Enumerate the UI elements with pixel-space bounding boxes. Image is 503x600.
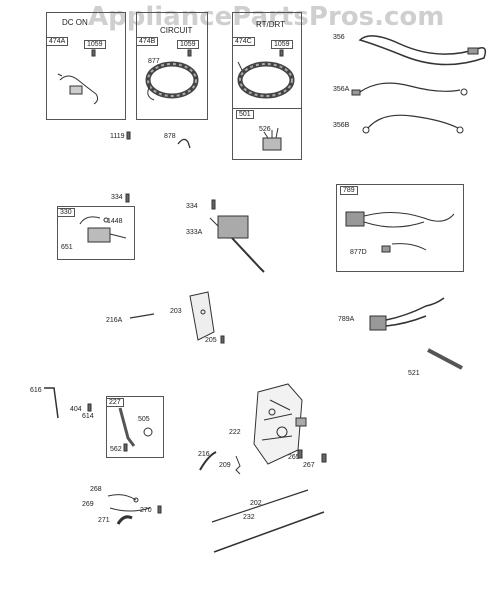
screw-334-left-drawing	[125, 193, 130, 203]
part-356: 356	[333, 34, 345, 41]
ignition-switch-330-drawing	[79, 216, 127, 243]
part-265: 265	[288, 454, 300, 461]
part-789a: 789A	[338, 316, 355, 323]
screw-1119-drawing	[126, 131, 131, 140]
part-269: 269	[82, 501, 94, 508]
part-878: 878	[164, 133, 176, 140]
tag-474c: 474C	[232, 37, 255, 46]
screw-334-center-drawing	[211, 199, 216, 210]
rod-202-drawing	[211, 489, 309, 523]
part-614: 614	[82, 413, 94, 420]
governor-lever-227-drawing	[118, 407, 153, 452]
box-474a-header: DC ON	[62, 18, 88, 27]
alternator-coil-474b-drawing	[145, 49, 199, 101]
spring-209-drawing	[235, 455, 241, 475]
governor-spring-group-drawing	[107, 494, 162, 525]
part-334-center: 334	[186, 203, 198, 210]
tag-227: 227	[106, 398, 124, 407]
part-1448: 1448	[107, 218, 123, 225]
part-505: 505	[138, 416, 150, 423]
part-526: 526	[259, 126, 271, 133]
part-521: 521	[408, 370, 420, 377]
box-474b-header: CIRCUIT	[160, 26, 193, 35]
connector-789a-drawing	[369, 297, 445, 331]
part-877d: 877D	[350, 249, 367, 256]
tag-501: 501	[236, 110, 254, 119]
part-205: 205	[205, 337, 217, 344]
tag-474a-1059: 1059	[84, 40, 106, 49]
part-562: 562	[110, 446, 122, 453]
part-202: 202	[250, 500, 262, 507]
part-209: 209	[219, 462, 231, 469]
box-330	[57, 206, 135, 260]
tube-521-drawing	[427, 348, 463, 370]
box-474b	[136, 12, 208, 120]
tag-330: 330	[57, 208, 75, 217]
box-789	[336, 184, 464, 272]
box-501	[232, 108, 302, 160]
tag-474b-1059: 1059	[177, 40, 199, 49]
cable-232-drawing	[213, 511, 325, 553]
box-474a	[46, 12, 126, 120]
lever-616-drawing	[44, 387, 59, 419]
tag-474c-1059: 1059	[271, 40, 293, 49]
dc-harness-drawing	[57, 49, 99, 105]
clip-878-drawing	[177, 138, 191, 149]
part-267: 267	[303, 462, 315, 469]
bracket-203-drawing	[189, 291, 225, 344]
part-216: 216	[198, 451, 210, 458]
part-268: 268	[90, 486, 102, 493]
part-616: 616	[30, 387, 42, 394]
part-267-drawing	[321, 453, 327, 463]
link-216a-drawing	[129, 313, 155, 319]
part-404: 404	[70, 406, 82, 413]
part-333a: 333A	[186, 229, 203, 236]
part-334-left: 334	[111, 194, 123, 201]
tag-789: 789	[340, 186, 358, 195]
harness-356b-drawing	[362, 114, 464, 134]
part-265-drawing	[297, 449, 303, 459]
tag-474b: 474B	[136, 37, 159, 46]
part-651: 651	[61, 244, 73, 251]
part-1119: 1119	[110, 133, 125, 140]
part-270: 270	[140, 507, 152, 514]
box-474c-header: RT/DRT	[256, 20, 286, 29]
part-356b: 356B	[333, 122, 350, 129]
part-216a: 216A	[106, 317, 123, 324]
part-222: 222	[229, 429, 241, 436]
link-216-drawing	[199, 451, 217, 471]
connector-harness-789-drawing	[345, 211, 455, 253]
part-877: 877	[148, 58, 160, 65]
harness-356a-drawing	[351, 82, 468, 96]
box-227	[106, 396, 164, 458]
alternator-coil-474c-drawing	[237, 49, 295, 151]
watermark: AppliancePartsPros.com	[88, 2, 445, 32]
part-203: 203	[170, 308, 182, 315]
harness-356-drawing	[358, 35, 487, 66]
part-356a: 356A	[333, 86, 350, 93]
part-232: 232	[243, 514, 255, 521]
part-271: 271	[98, 517, 110, 524]
ignition-coil-333a-drawing	[209, 215, 265, 273]
tag-474a: 474A	[46, 37, 69, 46]
